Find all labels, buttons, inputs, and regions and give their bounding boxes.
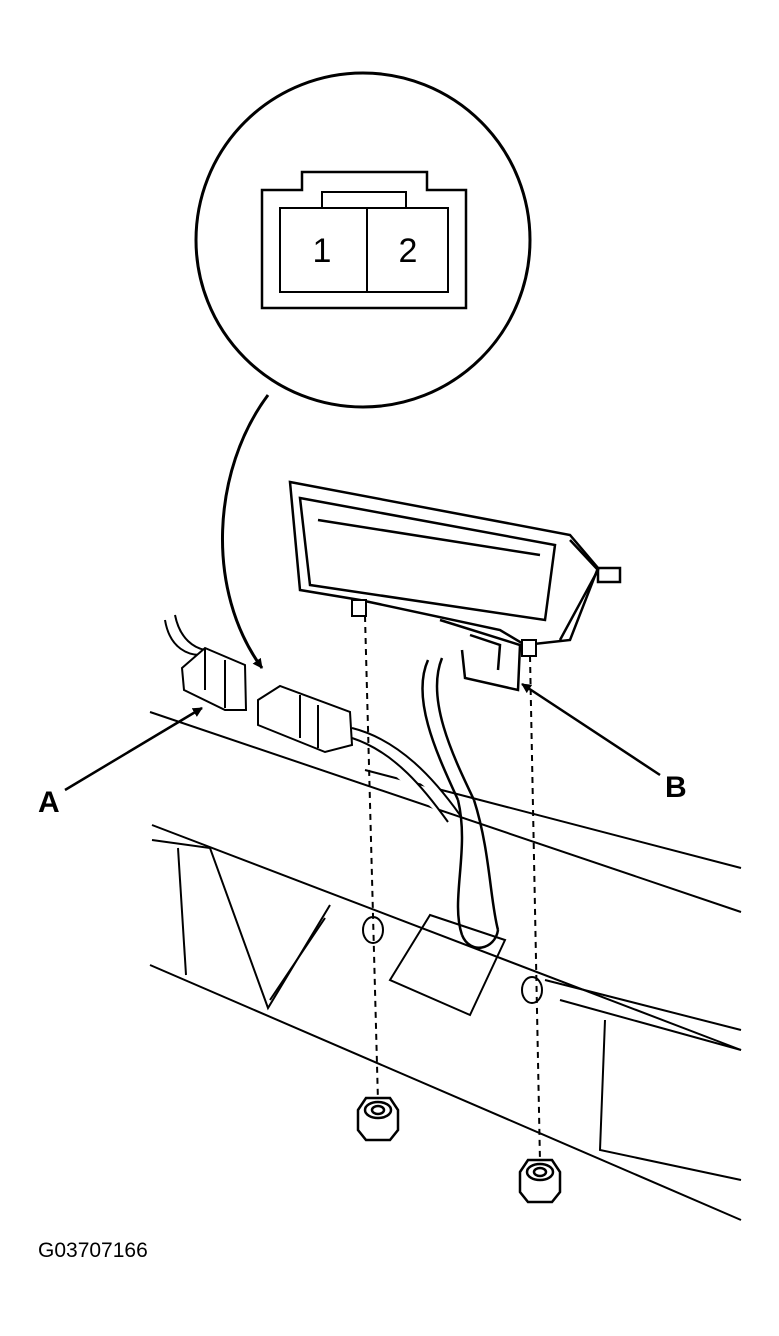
pin-2-label: 2 <box>399 232 418 270</box>
figure-code: G03707166 <box>38 1239 148 1262</box>
mounting-studs <box>351 599 537 657</box>
nut-left-icon <box>356 1096 400 1142</box>
nut-right-icon <box>518 1158 562 1204</box>
callout-b-label: B <box>665 771 687 804</box>
callout-a-label: A <box>38 786 60 819</box>
bumper-panel <box>149 711 742 1221</box>
callout-b-arrow <box>521 682 661 777</box>
light-connector <box>257 684 461 823</box>
harness-connector-a <box>164 614 248 711</box>
pin-1-label: 1 <box>313 232 332 270</box>
connector-detail-view: 1 2 <box>194 71 532 409</box>
stud-path-left <box>364 615 379 1103</box>
detail-leader-arrow <box>221 394 270 669</box>
callout-a-arrow <box>64 706 203 792</box>
stud-path-right <box>529 655 541 1163</box>
light-housing <box>288 480 622 949</box>
